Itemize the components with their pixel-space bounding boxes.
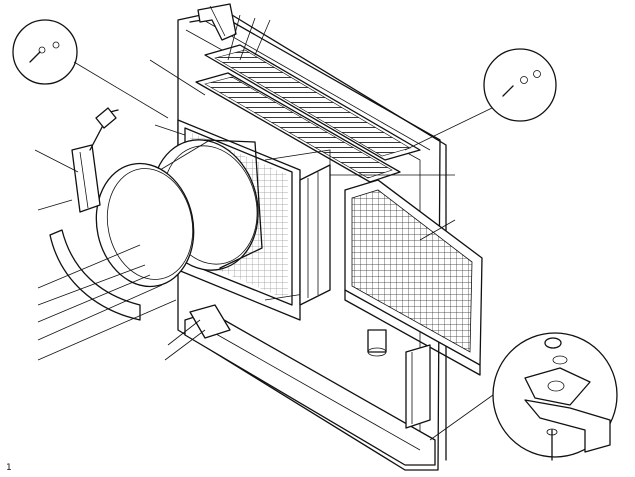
screw-callout-top-right: [404, 48, 557, 151]
bottom-drip-pan: [184, 304, 436, 466]
top-louver-strip: [195, 44, 421, 183]
top-hanger-bracket: [197, 3, 237, 41]
figure-corner-label: 1: [6, 463, 12, 473]
screw-callout-top-left: [12, 19, 169, 119]
component-box: [71, 107, 119, 213]
screw-icon: [29, 51, 41, 63]
side-rail: [299, 164, 331, 306]
clamp-band: [95, 162, 195, 288]
leader-lines-top-right: [149, 14, 456, 241]
leader-lines-left: [34, 149, 206, 361]
drain-fitting: [367, 329, 387, 357]
mesh-filter: [344, 179, 483, 376]
screw-icon-right: [502, 85, 514, 97]
right-bracket: [405, 344, 431, 429]
half-shield: [49, 229, 141, 321]
hardware-callout-bottom-right: [429, 332, 618, 461]
